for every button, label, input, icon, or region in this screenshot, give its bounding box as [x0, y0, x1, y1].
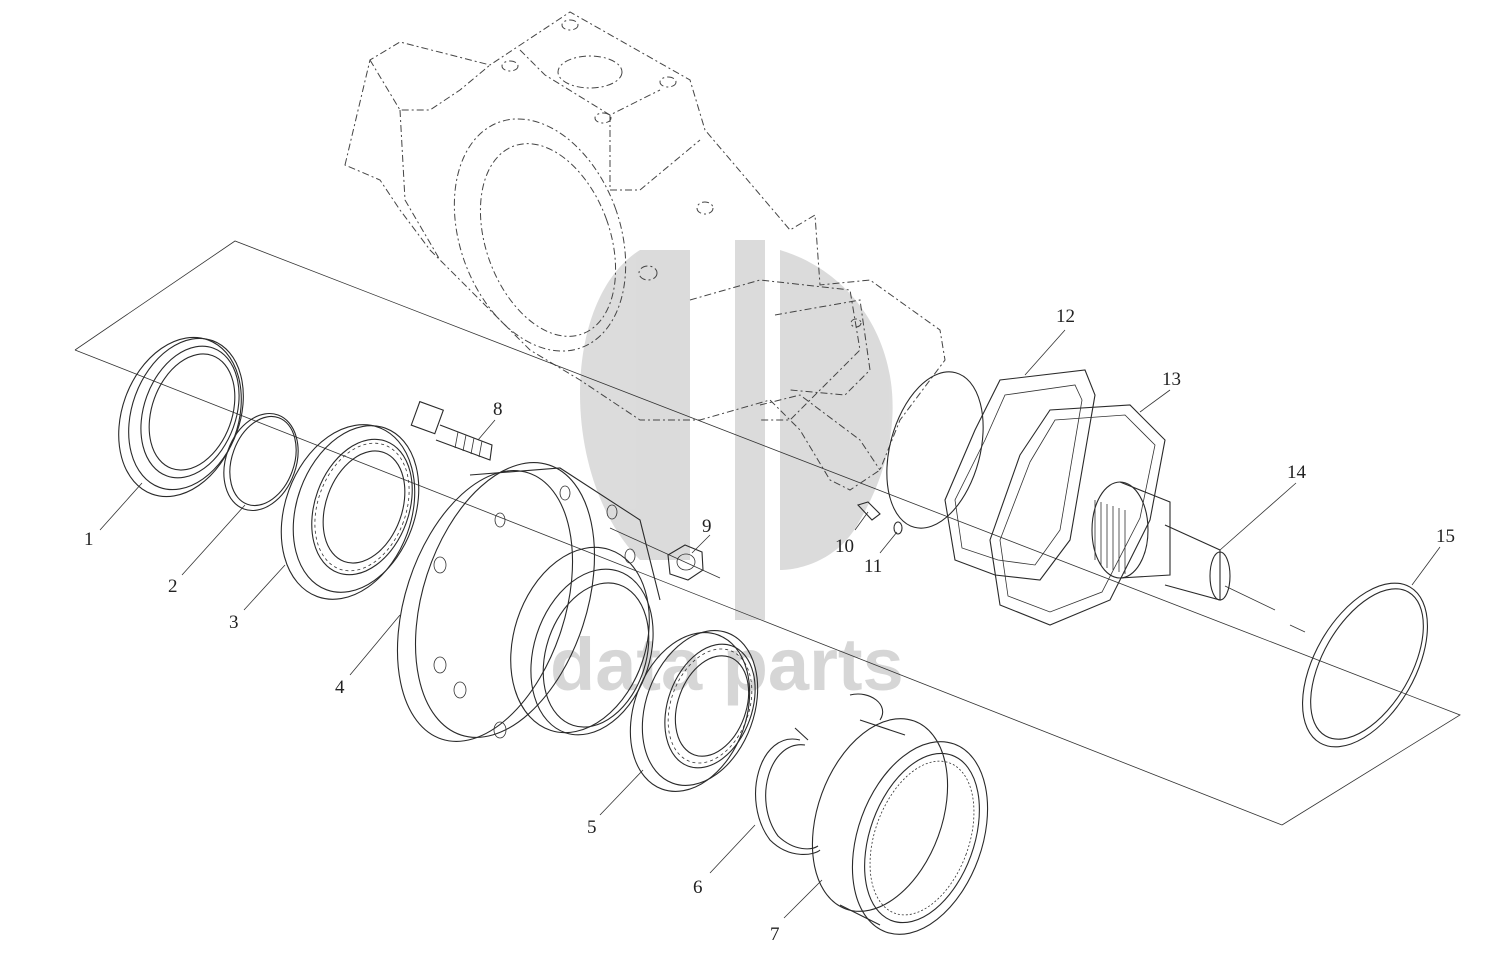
part-6-snap-ring: [755, 727, 821, 855]
part-3-bearing: [280, 424, 420, 600]
callout-5: 5: [587, 817, 597, 838]
callout-8: 8: [493, 399, 503, 420]
part-8-bolt: [410, 400, 493, 461]
callout-11: 11: [864, 556, 882, 577]
part-12-flange: [886, 369, 1096, 581]
part-10-plug: [856, 501, 881, 521]
callout-9: 9: [702, 516, 712, 537]
part-7-ring-gear: [811, 693, 989, 935]
leader-lines: [99, 329, 1441, 919]
part-15-o-ring: [1302, 582, 1428, 748]
watermark-logo: data parts: [550, 240, 904, 706]
part-1-seal: [118, 336, 244, 498]
assembly-outline: [74, 240, 1461, 826]
callout-15: 15: [1436, 526, 1455, 547]
part-5-bearing: [629, 630, 759, 792]
part-11-washer: [893, 521, 903, 535]
part-4-hub: [396, 462, 661, 742]
part-9-nut: [609, 527, 721, 581]
part-13-gasket: [989, 404, 1166, 626]
axle-housing: [344, 11, 946, 491]
callout-13: 13: [1162, 369, 1181, 390]
part-2-ring: [223, 412, 299, 512]
callout-2: 2: [168, 576, 178, 597]
callout-12: 12: [1056, 306, 1075, 327]
callout-3: 3: [229, 612, 239, 633]
callout-labels: 1 2 3 4 5 6 7 8 9 10 11 12 13 14 15: [84, 306, 1455, 945]
watermark-text: data parts: [550, 623, 904, 706]
callout-14: 14: [1287, 462, 1307, 483]
callout-4: 4: [335, 677, 345, 698]
callout-1: 1: [84, 529, 94, 550]
part-14-shaft: [1091, 481, 1306, 633]
callout-7: 7: [770, 924, 780, 945]
callout-6: 6: [693, 877, 703, 898]
callout-10: 10: [835, 536, 854, 557]
